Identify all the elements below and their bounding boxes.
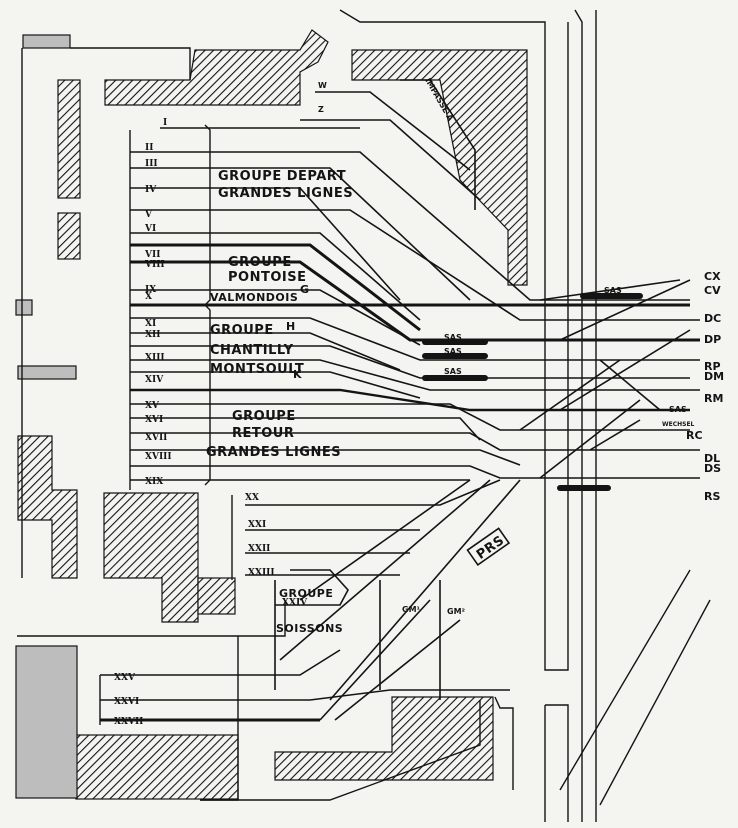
group-soissons-label-2: SOISSONS xyxy=(276,622,343,635)
tracks xyxy=(100,79,700,722)
prs-label: PRS xyxy=(474,533,508,563)
block-grey-large xyxy=(15,645,78,799)
track-number-xxvii: XXVII xyxy=(114,717,143,727)
building-left-4 xyxy=(103,492,199,623)
track-number-xii: XII xyxy=(145,330,160,340)
building-left-3 xyxy=(17,435,78,579)
track-number-xxv: XXV xyxy=(114,673,136,683)
buildings xyxy=(15,29,528,800)
track-number-xxi: XXI xyxy=(248,520,266,530)
track-number-ii: II xyxy=(145,143,153,153)
junction-k-label: K xyxy=(293,368,302,381)
building-left-5 xyxy=(197,577,236,615)
track-number-i: I xyxy=(163,118,167,128)
group-chantilly-label-3: MONTSOULT xyxy=(210,362,304,377)
group-retour-label-2: RETOUR xyxy=(232,426,294,441)
group-depart-label-2: GRANDES LIGNES xyxy=(218,186,353,201)
track-number-ix: IX xyxy=(145,285,156,295)
block-grey-side xyxy=(15,299,33,316)
direction-dp: DP xyxy=(704,333,721,346)
direction-cx: CX xyxy=(704,270,721,283)
track-number-xxii: XXII xyxy=(248,544,270,554)
group-pontoise-label-1: GROUPE xyxy=(228,255,292,270)
track-number-xiv: XIV xyxy=(145,375,164,385)
track-number-vii: VII xyxy=(144,250,160,260)
direction-dc: DC xyxy=(704,312,721,325)
building-left-1 xyxy=(57,79,81,199)
track-number-viii: VIII xyxy=(144,260,165,270)
group-pontoise-label-3: VALMONDOIS xyxy=(210,291,298,304)
group-retour-label-1: GROUPE xyxy=(232,409,296,424)
gm1-label: GM¹ xyxy=(402,605,421,614)
direction-rm: RM xyxy=(704,392,723,405)
track-number-xvi: XVI xyxy=(145,415,163,425)
group-chantilly-label-2: CHANTILLY xyxy=(210,343,294,358)
sas-label-2: SAS xyxy=(444,333,462,342)
track-number-labels: IIIIIIIVVVIVIIVIIIIXXXIXIIXIIIXIVXVXVIXV… xyxy=(114,118,308,727)
direction-dm: DM xyxy=(704,370,724,383)
track-number-xxvi: XXVI xyxy=(114,697,139,707)
sas-label-3: SAS xyxy=(444,347,462,356)
track-number-x: X xyxy=(145,292,152,302)
building-bottom-left xyxy=(75,734,239,800)
building-top-right xyxy=(351,49,528,286)
group-chantilly-label-1: GROUPE xyxy=(210,323,274,338)
direction-rc: RC xyxy=(686,429,703,442)
track-number-iii: III xyxy=(145,159,158,169)
wechsel-label: WECHSEL xyxy=(662,421,695,428)
group-depart-label-1: GROUPE DEPART xyxy=(218,169,346,184)
track-number-iv: IV xyxy=(145,185,157,195)
sas-label-1: SAS xyxy=(604,286,622,295)
direction-cv: CV xyxy=(704,284,721,297)
track-number-xv: XV xyxy=(145,401,160,411)
group-brackets xyxy=(204,124,211,486)
road-outlines xyxy=(17,9,711,822)
junction-h-label: H xyxy=(286,320,296,333)
track-w-label: W xyxy=(318,81,327,90)
track-z-label: Z xyxy=(318,105,324,114)
track-number-xix: XIX xyxy=(145,477,163,487)
building-left-2 xyxy=(57,212,81,260)
direction-rs: RS xyxy=(704,490,720,503)
group-soissons-label-1: GROUPE xyxy=(279,587,333,600)
track-number-v: V xyxy=(144,210,153,220)
track-number-vi: VI xyxy=(144,224,156,234)
block-grey-top xyxy=(22,34,71,49)
track-number-xvii: XVII xyxy=(145,433,167,443)
sas-label-4: SAS xyxy=(444,367,462,376)
track-number-xviii: XVIII xyxy=(145,452,172,462)
track-number-xxiii: XXIII xyxy=(248,568,275,578)
direction-dl: DL xyxy=(704,452,720,465)
group-pontoise-label-2: PONTOISE xyxy=(228,270,306,285)
sas-bars xyxy=(422,293,643,491)
sas-label-5: SAS xyxy=(669,405,687,414)
group-retour-label-3: GRANDES LIGNES xyxy=(206,445,341,460)
junction-g-label: G xyxy=(300,283,310,296)
track-number-xx: XX xyxy=(245,493,259,503)
direction-rp: RP xyxy=(704,360,721,373)
gm2-label: GM² xyxy=(447,607,466,616)
building-top-left xyxy=(104,29,329,106)
track-number-xxiv: XXIV xyxy=(282,598,308,608)
track-number-xiii: XIII xyxy=(145,353,165,363)
direction-ds: DS xyxy=(704,462,721,475)
building-bottom-right xyxy=(274,696,494,781)
block-grey-mid xyxy=(17,365,77,380)
track-number-xi: XI xyxy=(145,319,156,329)
